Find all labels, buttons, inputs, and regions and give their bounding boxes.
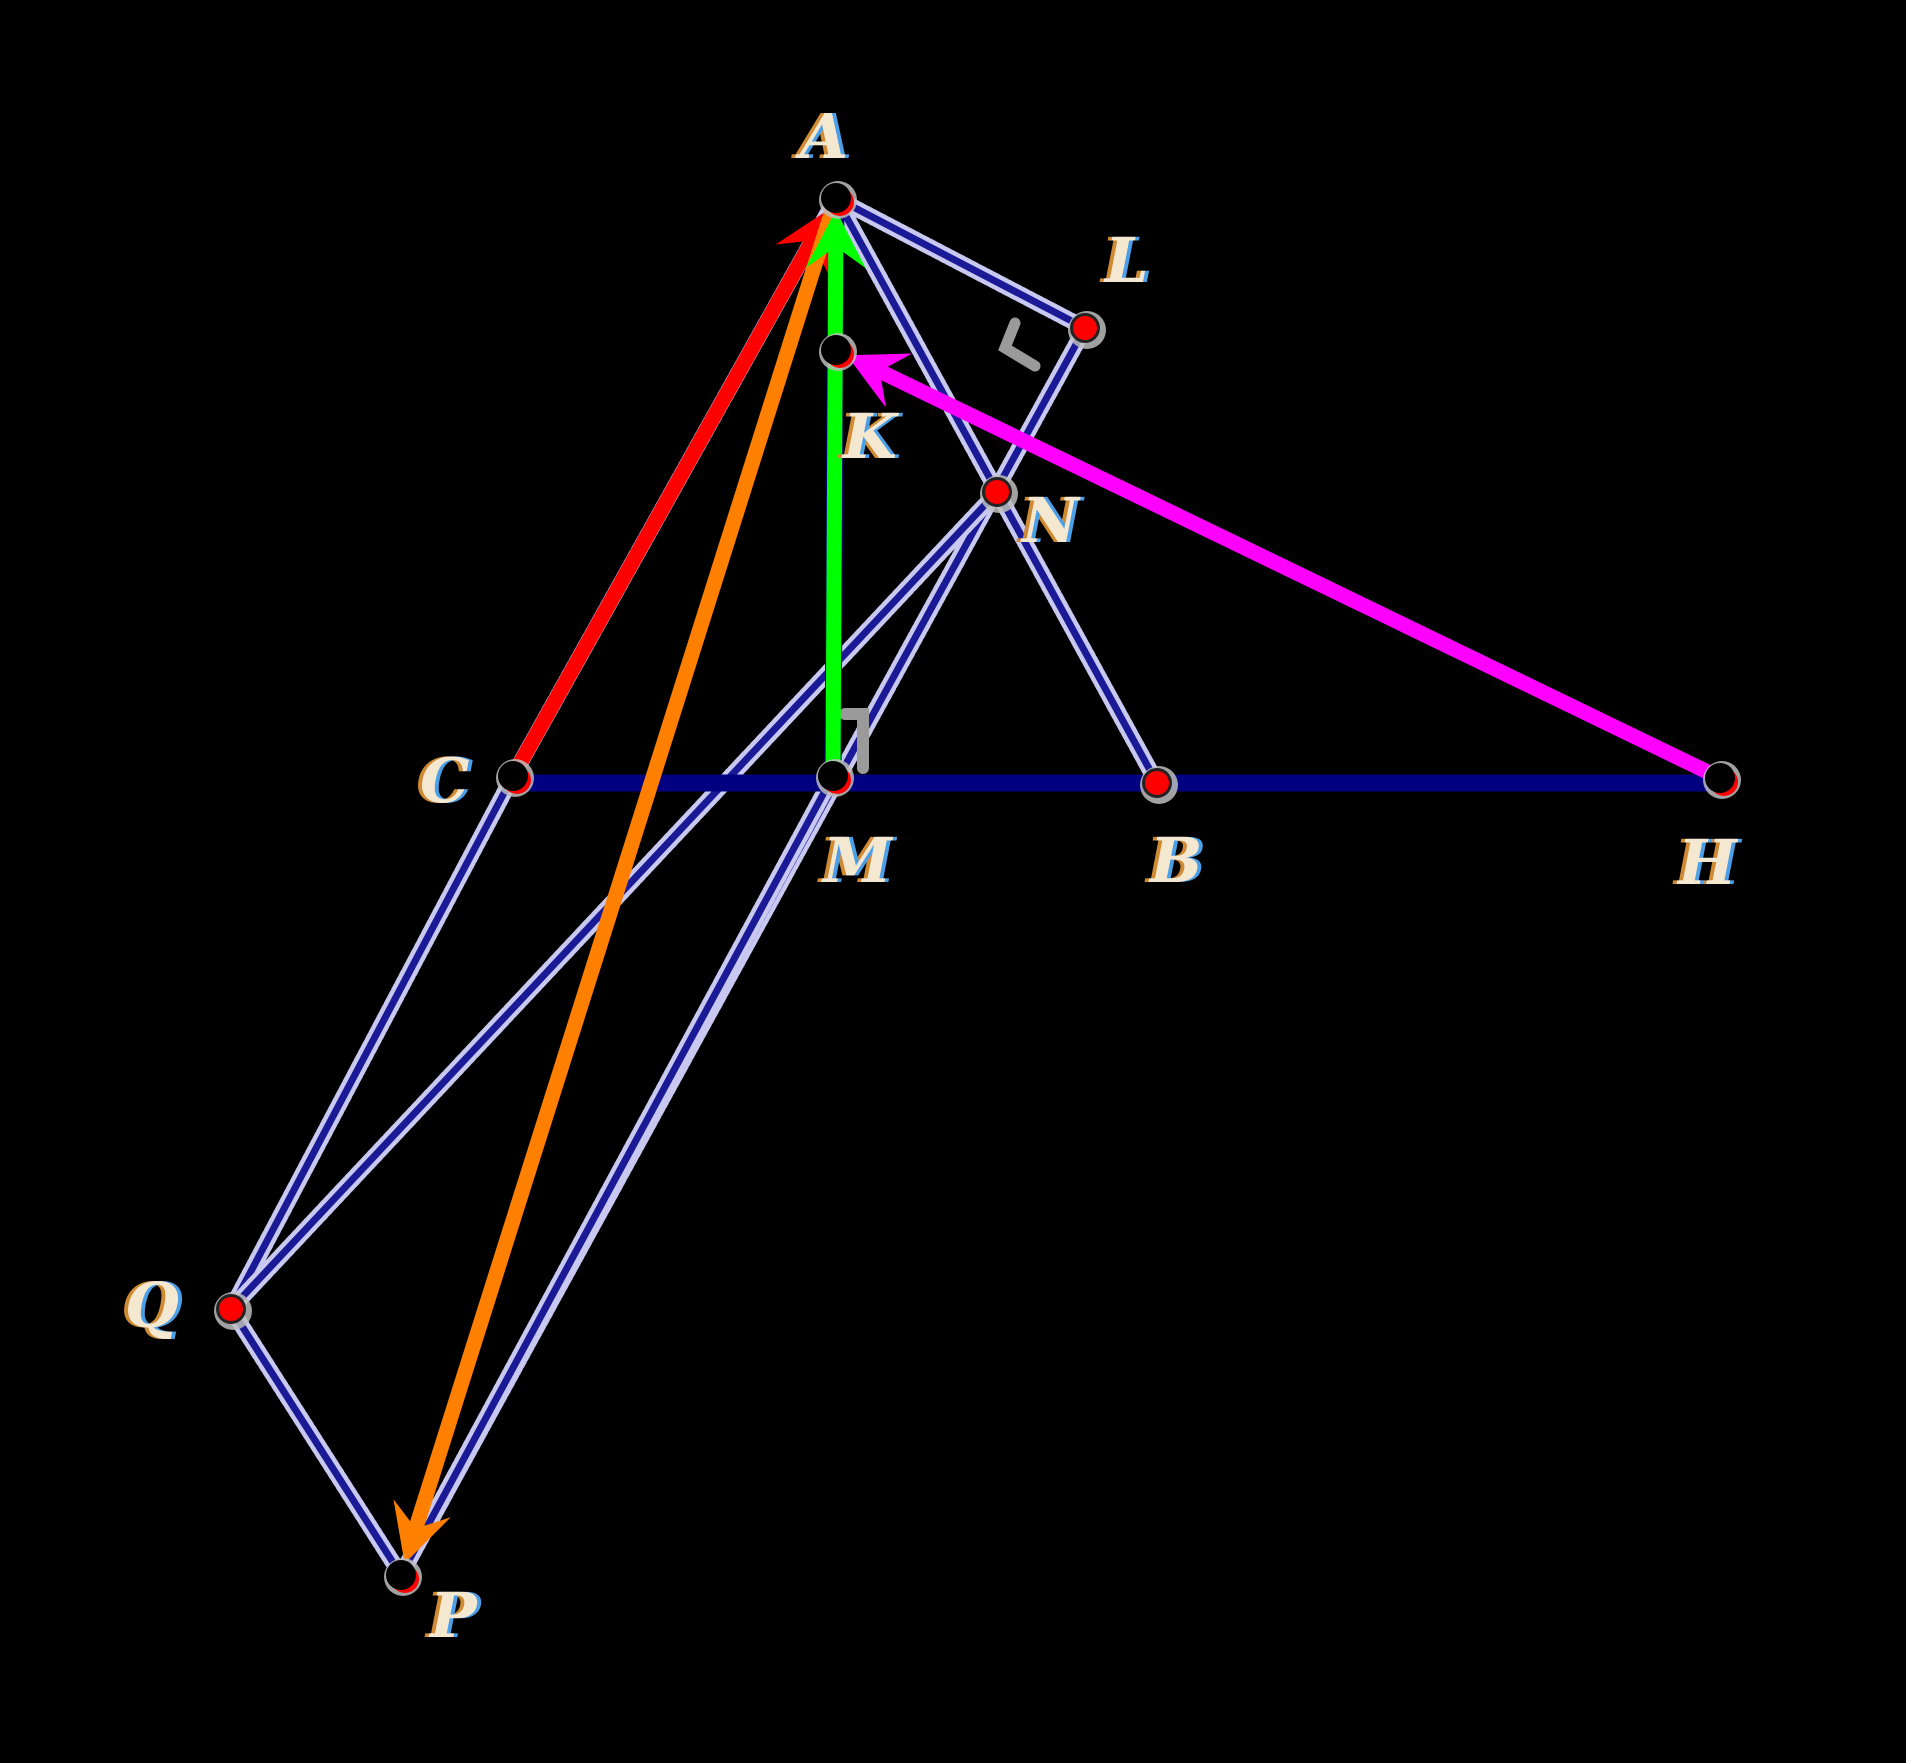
point-label-A: A (795, 100, 848, 173)
point-label-Q: Q (125, 1269, 179, 1342)
vectors-layer (393, 195, 1724, 1564)
vector-MA-arrow (805, 209, 866, 777)
point-C[interactable] (496, 759, 534, 797)
point-label-H: H (1676, 826, 1739, 899)
segment-AL (828, 190, 1093, 336)
point-N[interactable] (980, 475, 1018, 513)
vector-HK-arrow (846, 353, 1724, 785)
segments-layer (223, 190, 1165, 1583)
point-K[interactable] (819, 333, 857, 371)
point-label-L: L (1103, 224, 1149, 297)
points-layer (214, 181, 1741, 1596)
point-Q[interactable] (214, 1292, 252, 1330)
point-M[interactable] (816, 759, 854, 797)
labels-layer: A K L N C M B H Q P (125, 100, 1739, 1652)
point-B[interactable] (1140, 766, 1178, 804)
point-P[interactable] (384, 1558, 422, 1596)
point-label-M: M (821, 824, 894, 897)
right-angle-mark-M (839, 708, 869, 774)
point-H[interactable] (1703, 761, 1741, 799)
point-label-P: P (428, 1579, 479, 1652)
point-L[interactable] (1068, 311, 1106, 349)
point-A[interactable] (819, 181, 857, 219)
right-angle-marks-layer (839, 317, 1041, 774)
point-label-C: C (420, 744, 469, 817)
point-label-K: K (841, 400, 899, 473)
segment-MP (393, 768, 841, 1583)
point-label-N: N (1020, 484, 1081, 557)
vector-CA-arrow (506, 208, 831, 780)
right-angle-mark-L (998, 317, 1041, 372)
segment-QP (223, 1301, 409, 1583)
vector-AP-arrow (393, 195, 844, 1564)
point-label-B: B (1148, 824, 1202, 897)
segment-CQ (223, 768, 521, 1317)
